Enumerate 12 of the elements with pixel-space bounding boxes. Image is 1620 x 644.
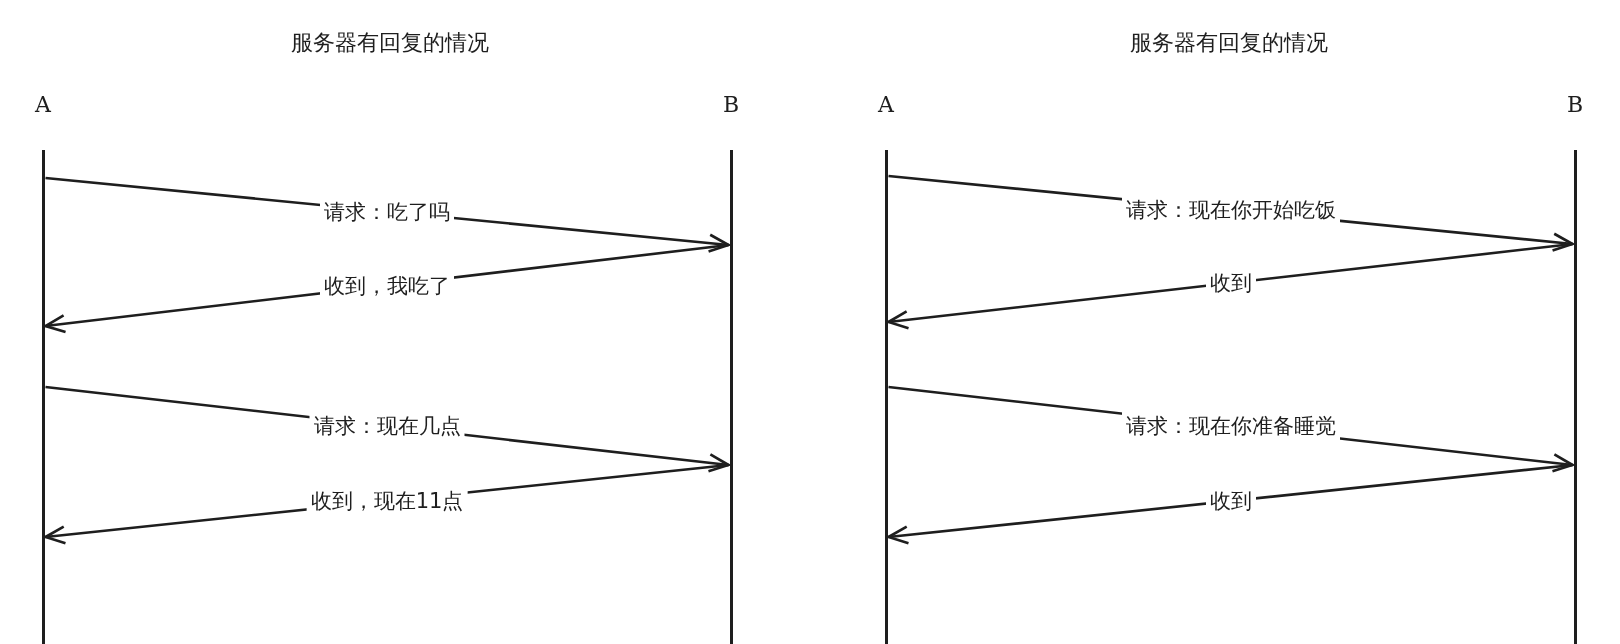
- panel-title: 服务器有回复的情况: [291, 29, 489, 57]
- panel-title: 服务器有回复的情况: [1130, 29, 1328, 57]
- message-arrow: [887, 463, 1573, 545]
- message-arrow: [887, 242, 1573, 330]
- edge-label: 请求：现在你开始吃饭: [1121, 196, 1340, 224]
- participant-label: A: [35, 92, 51, 117]
- edge-label: 收到，现在11点: [306, 487, 468, 515]
- participant-label: A: [878, 92, 894, 117]
- participant-label: B: [1566, 92, 1584, 117]
- participant-label: B: [722, 92, 740, 117]
- edge-label: 请求：现在你准备睡觉: [1121, 412, 1340, 440]
- edge-label: 请求：现在几点: [309, 412, 465, 440]
